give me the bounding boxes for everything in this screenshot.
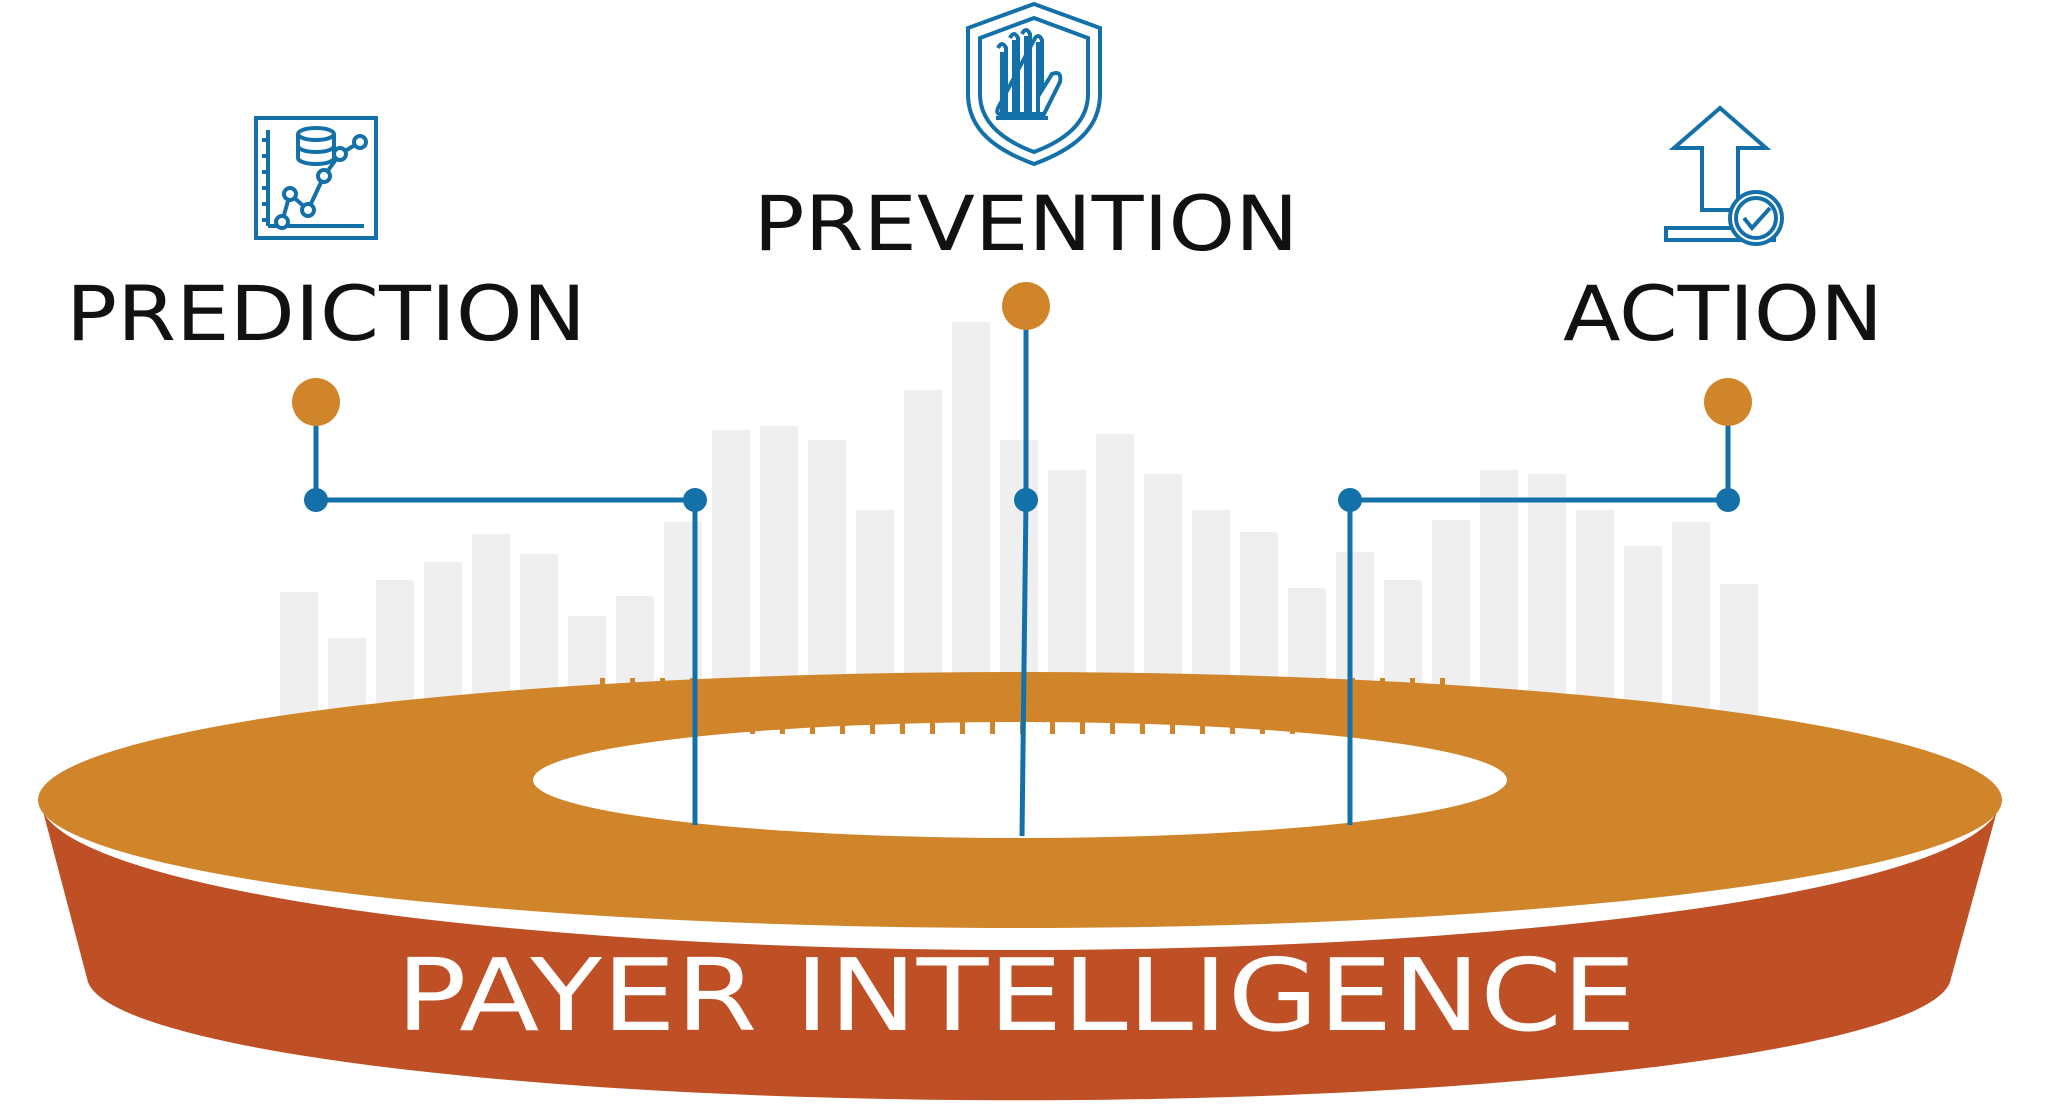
ring-tick	[1440, 678, 1445, 734]
background-bar	[1672, 522, 1710, 720]
action-label: ACTION	[1563, 269, 1883, 358]
background-bar	[760, 426, 798, 720]
background-bars	[280, 322, 1758, 720]
joints	[304, 488, 1740, 512]
chart-analytics-icon	[254, 116, 378, 240]
ring-tick	[810, 678, 815, 734]
ring-tick	[1050, 678, 1055, 734]
background-bar	[280, 592, 318, 720]
ring-tick	[660, 678, 665, 734]
ring-tick	[720, 678, 725, 734]
ring-tick	[780, 678, 785, 734]
action-connector	[1347, 402, 1731, 825]
background-bar	[1720, 584, 1758, 720]
ring-tick	[930, 678, 935, 734]
joint-dot	[1014, 488, 1038, 512]
joint-dot	[1338, 488, 1362, 512]
ring-tick	[1320, 678, 1325, 734]
prediction-connector	[313, 402, 698, 825]
prediction-label: PREDICTION	[66, 269, 586, 358]
ring-tick	[750, 678, 755, 734]
background-bar	[424, 562, 462, 720]
ring-tick	[960, 678, 965, 734]
ring-tick	[1080, 678, 1085, 734]
ring-tick	[1260, 678, 1265, 734]
ring-tick	[1230, 678, 1235, 734]
base-label: PAYER INTELLIGENCE	[396, 937, 1636, 1054]
joint-dot	[1716, 488, 1740, 512]
background-bar	[1096, 434, 1134, 720]
joint-dot	[304, 488, 328, 512]
platform-side	[40, 800, 2000, 1101]
prevention-label: PREVENTION	[754, 179, 1299, 268]
background-bar	[808, 440, 846, 720]
ring-tick	[630, 678, 635, 734]
background-bar	[1528, 474, 1566, 720]
action-node	[1704, 378, 1752, 426]
ring-tick	[1410, 678, 1415, 734]
background-bar	[904, 390, 942, 720]
background-bar	[376, 580, 414, 720]
background-bar	[472, 534, 510, 720]
prediction-node	[292, 378, 340, 426]
upload-check-icon	[1664, 105, 1784, 246]
platform-hole	[533, 722, 1507, 838]
shield-hand-icon	[966, 1, 1102, 167]
pillar-nodes	[292, 282, 1752, 426]
background-bar	[1624, 546, 1662, 720]
ring-tick	[1110, 678, 1115, 734]
joint-dot	[683, 488, 707, 512]
ring-tick	[840, 678, 845, 734]
ring-tick	[990, 678, 995, 734]
background-bar	[1480, 470, 1518, 720]
ring-tick	[1290, 678, 1295, 734]
ring-tick	[1140, 678, 1145, 734]
ring-tick	[1200, 678, 1205, 734]
ring-tick	[1170, 678, 1175, 734]
ring-tick	[600, 678, 605, 734]
background-bar	[952, 322, 990, 720]
ring-tick	[900, 678, 905, 734]
prevention-node	[1002, 282, 1050, 330]
ring-tick	[1380, 678, 1385, 734]
background-bar	[712, 430, 750, 720]
ring-tick	[870, 678, 875, 734]
background-bar	[1576, 510, 1614, 720]
